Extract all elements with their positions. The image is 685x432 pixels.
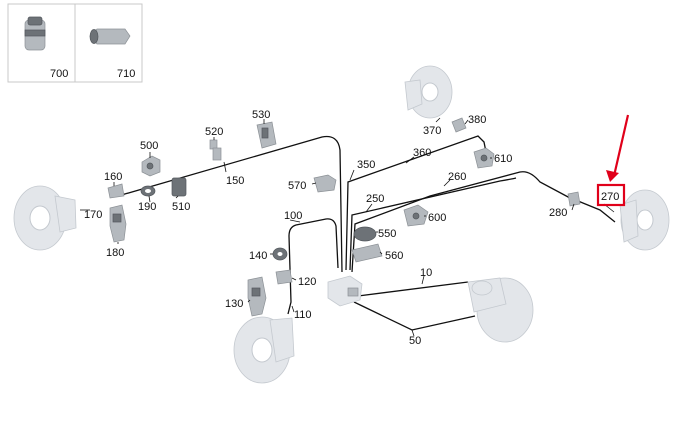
leader-lines <box>80 117 615 337</box>
label-380[interactable]: 380 <box>468 114 486 126</box>
brake-disc-left-icon[interactable] <box>13 185 77 251</box>
highlight-arrow-shaft <box>612 114 630 177</box>
part-500-icon[interactable] <box>141 155 161 177</box>
part-610-icon[interactable] <box>473 147 495 169</box>
arrow-head-icon <box>606 170 619 182</box>
abs-unit-icon[interactable] <box>327 275 363 307</box>
label-180[interactable]: 180 <box>106 247 124 259</box>
part-520-icon[interactable] <box>209 139 222 161</box>
inset-label-700[interactable]: 700 <box>50 68 68 80</box>
inset-panel: 700 710 <box>7 3 143 83</box>
label-350[interactable]: 350 <box>357 159 375 171</box>
label-160[interactable]: 160 <box>104 171 122 183</box>
label-500[interactable]: 500 <box>140 140 158 152</box>
label-120[interactable]: 120 <box>298 276 316 288</box>
part-160-icon[interactable] <box>107 183 125 199</box>
highlight-270[interactable]: 270 <box>596 114 630 207</box>
part-190-icon[interactable] <box>140 185 156 197</box>
brake-booster-icon[interactable] <box>467 277 534 343</box>
label-170[interactable]: 170 <box>84 209 102 221</box>
brake-lines <box>110 135 616 331</box>
label-570[interactable]: 570 <box>288 180 306 192</box>
label-550[interactable]: 550 <box>378 228 396 240</box>
label-50[interactable]: 50 <box>409 335 421 347</box>
label-560[interactable]: 560 <box>385 250 403 262</box>
part-600-icon[interactable] <box>403 204 429 227</box>
part-labels: 10 50 100 110 120 130 140 150 160 170 18… <box>84 109 567 347</box>
part-280-icon[interactable] <box>567 191 581 207</box>
part-510-icon[interactable] <box>171 177 187 197</box>
brake-disc-bottom-icon[interactable] <box>233 316 295 384</box>
label-530[interactable]: 530 <box>252 109 270 121</box>
part-120-icon[interactable] <box>275 269 293 285</box>
label-190[interactable]: 190 <box>138 201 156 213</box>
label-260[interactable]: 260 <box>448 171 466 183</box>
part-710-icon[interactable] <box>89 28 131 45</box>
part-130-icon[interactable] <box>247 276 267 317</box>
label-150[interactable]: 150 <box>226 175 244 187</box>
label-100[interactable]: 100 <box>284 210 302 222</box>
part-140-icon[interactable] <box>272 247 288 261</box>
label-110[interactable]: 110 <box>294 309 312 321</box>
label-370[interactable]: 370 <box>423 125 441 137</box>
label-10[interactable]: 10 <box>420 267 432 279</box>
label-360[interactable]: 360 <box>413 147 431 159</box>
label-510[interactable]: 510 <box>172 201 190 213</box>
label-520[interactable]: 520 <box>205 126 223 138</box>
highlight-box <box>596 183 626 207</box>
label-270[interactable]: 270 <box>601 191 619 203</box>
part-530-icon[interactable] <box>256 121 277 149</box>
brake-disc-top-right-icon[interactable] <box>404 65 453 119</box>
part-700-icon[interactable] <box>24 16 46 51</box>
inset-label-710[interactable]: 710 <box>117 68 135 80</box>
part-380-icon[interactable] <box>451 117 467 133</box>
part-570-icon[interactable] <box>313 174 337 193</box>
label-600[interactable]: 600 <box>428 212 446 224</box>
part-550-icon[interactable] <box>353 226 377 242</box>
label-280[interactable]: 280 <box>549 207 567 219</box>
label-610[interactable]: 610 <box>494 153 512 165</box>
brake-disc-right-icon[interactable] <box>619 189 670 251</box>
label-250[interactable]: 250 <box>366 193 384 205</box>
label-130[interactable]: 130 <box>225 298 243 310</box>
part-560-icon[interactable] <box>351 243 383 263</box>
label-140[interactable]: 140 <box>249 250 267 262</box>
part-180-icon[interactable] <box>109 204 127 243</box>
